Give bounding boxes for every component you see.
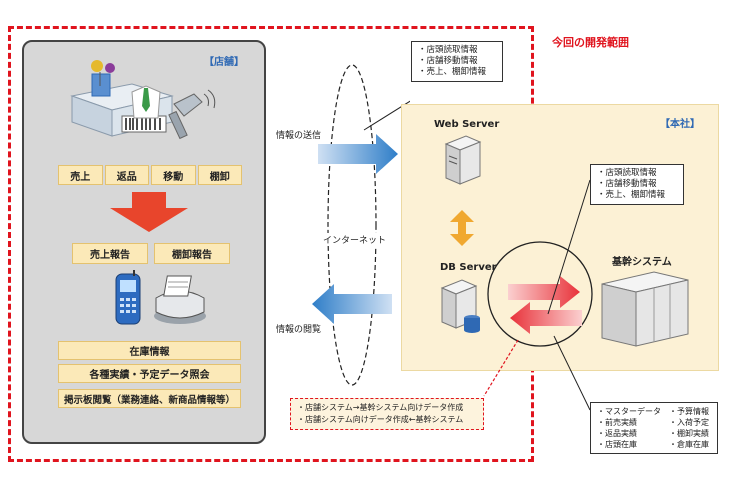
master-data-item: ・倉庫在庫 <box>669 440 709 449</box>
upload-info-item: ・売上、棚卸情報 <box>418 67 487 77</box>
menu-bulletin-board: 掲示板閲覧（業務連絡、新商品情報等） <box>58 389 241 408</box>
core-system-label: 基幹システム <box>612 257 672 268</box>
hq-info-item: ・売上、棚卸情報 <box>597 190 666 200</box>
master-data-item: ・店頭在庫 <box>597 440 637 449</box>
hq-info-item: ・店頭読取情報 <box>597 168 657 178</box>
mobile-phone-icon <box>115 270 141 325</box>
master-data-item: ・棚卸実績 <box>669 429 709 438</box>
barcode-scanner-icon <box>168 89 216 140</box>
upload-info-note: ・店頭読取情報 ・店舗移動情報 ・売上、棚卸情報 <box>411 41 503 82</box>
web-db-link-arrow <box>450 210 474 246</box>
menu-records-query: 各種実績・予定データ照会 <box>58 364 241 383</box>
store-tag: 【店舗】 <box>204 57 244 68</box>
core-system-mainframe-icon <box>601 271 689 347</box>
printer-icon <box>154 275 206 324</box>
master-data-item: ・予算情報 <box>669 407 709 416</box>
web-server-icon <box>444 135 482 185</box>
op-sales: 売上 <box>58 165 103 185</box>
data-exchange-circle <box>487 241 593 347</box>
development-scope-label: 今回の開発範囲 <box>552 36 629 49</box>
send-arrow <box>318 134 398 174</box>
conversion-item: ・店舗システム向けデータ作成←基幹システム <box>297 415 464 424</box>
op-returns: 返品 <box>104 165 149 185</box>
master-data-item: ・入荷予定 <box>669 418 709 427</box>
hq-info-note: ・店頭読取情報 ・店舗移動情報 ・売上、棚卸情報 <box>590 164 684 205</box>
shirt-icon <box>131 85 161 119</box>
op-inventory: 棚卸 <box>197 165 242 185</box>
hq-info-item: ・店舗移動情報 <box>597 179 657 189</box>
pos-terminal-illustration <box>70 60 216 140</box>
report-inventory: 棚卸報告 <box>154 243 230 264</box>
db-server-label: DB Server <box>440 262 497 273</box>
web-server-label: Web Server <box>434 119 500 130</box>
master-data-left-column: ・マスターデータ ・前売実績 ・返品実績 ・店頭在庫 <box>597 406 661 450</box>
master-data-right-column: ・予算情報 ・入荷予定 ・棚卸実績 ・倉庫在庫 <box>669 406 709 450</box>
internet-label: インターネット <box>322 233 388 246</box>
report-down-arrow <box>110 192 188 232</box>
report-sales: 売上報告 <box>72 243 148 264</box>
to-store-arrow <box>510 302 582 334</box>
data-conversion-note: ・店舗システム→基幹システム向けデータ作成 ・店舗システム向けデータ作成←基幹シ… <box>290 398 484 430</box>
upload-info-item: ・店舗移動情報 <box>418 56 478 66</box>
op-transfer: 移動 <box>151 165 196 185</box>
conversion-item: ・店舗システム→基幹システム向けデータ作成 <box>297 403 464 412</box>
view-info-label: 情報の閲覧 <box>276 325 322 335</box>
upload-info-item: ・店頭読取情報 <box>418 45 478 55</box>
store-operations-row: 売上 返品 移動 棚卸 <box>58 165 242 185</box>
send-info-label: 情報の送信 <box>276 131 322 141</box>
headquarters-tag: 【本社】 <box>660 119 700 130</box>
menu-inventory-info: 在庫情報 <box>58 341 241 360</box>
master-data-item: ・マスターデータ <box>597 407 661 416</box>
internet-cloud <box>327 64 410 386</box>
to-core-arrow <box>508 276 580 308</box>
master-data-note: ・マスターデータ ・前売実績 ・返品実績 ・店頭在庫 ・予算情報 ・入荷予定 ・… <box>590 402 718 454</box>
view-arrow <box>312 284 392 324</box>
db-server-icon <box>440 279 480 333</box>
master-data-item: ・前売実績 <box>597 418 637 427</box>
master-data-item: ・返品実績 <box>597 429 637 438</box>
